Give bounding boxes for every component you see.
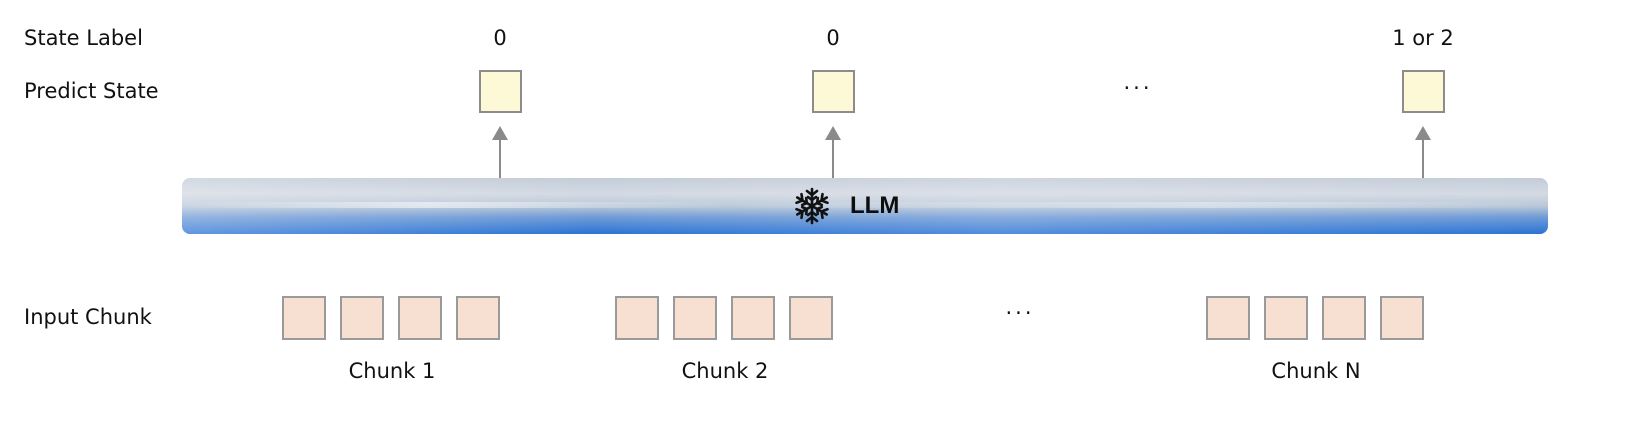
arrow-head-n — [1415, 126, 1431, 140]
chunk-2-token-1 — [615, 296, 659, 340]
chunk-1-token-4 — [456, 296, 500, 340]
state-value-2: 0 — [826, 26, 840, 50]
chunk-n-label: Chunk N — [1271, 359, 1361, 383]
llm-bar — [182, 178, 1548, 234]
llm-label-group: LLM — [792, 186, 899, 226]
chunk-n-token-2 — [1264, 296, 1308, 340]
chunk-n-token-4 — [1380, 296, 1424, 340]
predict-state-box-1 — [479, 70, 522, 113]
chunk-2-token-3 — [731, 296, 775, 340]
state-value-n: 1 or 2 — [1392, 26, 1454, 50]
chunk-2-token-2 — [673, 296, 717, 340]
chunk-ellipsis: ··· — [1005, 301, 1035, 325]
arrow-1 — [499, 138, 501, 178]
chunk-2-token-4 — [789, 296, 833, 340]
input-chunk-heading: Input Chunk — [24, 305, 152, 329]
arrow-head-2 — [825, 126, 841, 140]
chunk-n-token-3 — [1322, 296, 1366, 340]
predict-state-box-2 — [812, 70, 855, 113]
arrow-2 — [832, 138, 834, 178]
predict-state-box-n — [1402, 70, 1445, 113]
chunk-1-label: Chunk 1 — [348, 359, 436, 383]
llm-label: LLM — [850, 192, 900, 219]
arrow-head-1 — [492, 126, 508, 140]
predict-ellipsis: ··· — [1123, 76, 1153, 100]
chunk-1-token-1 — [282, 296, 326, 340]
arrow-n — [1422, 138, 1424, 178]
state-value-1: 0 — [493, 26, 507, 50]
chunk-2-label: Chunk 2 — [681, 359, 769, 383]
chunk-1-token-2 — [340, 296, 384, 340]
state-label-heading: State Label — [24, 26, 143, 50]
chunk-1-token-3 — [398, 296, 442, 340]
predict-state-heading: Predict State — [24, 79, 159, 103]
snowflake-icon — [793, 187, 831, 225]
chunk-n-token-1 — [1206, 296, 1250, 340]
